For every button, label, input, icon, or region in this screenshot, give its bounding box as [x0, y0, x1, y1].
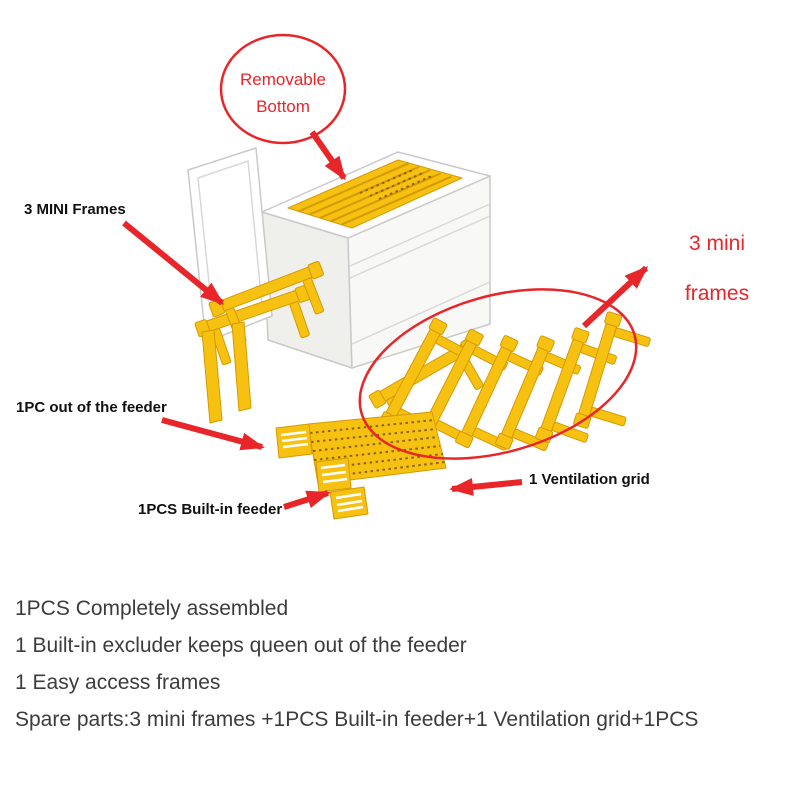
arrow-removable-bottom	[309, 130, 347, 181]
description-line: 1PCS Completely assembled	[15, 597, 289, 620]
callout-bubble	[219, 33, 347, 145]
description-line: Spare parts:3 mini frames +1PCS Built-in…	[15, 708, 699, 731]
arrow-built-in-feeder	[283, 490, 331, 510]
callout-line-2: Bottom	[256, 97, 310, 116]
label-3-mini-frames-left: 3 MINI Frames	[24, 201, 126, 218]
annotation-arrows	[122, 130, 649, 510]
feeder-out-part	[275, 423, 313, 459]
label-ventilation-grid: 1 Ventilation grid	[529, 471, 650, 488]
built-in-feeder-part	[315, 457, 369, 520]
label-built-in-feeder: 1PCS Built-in feeder	[138, 501, 283, 518]
label-feeder-out: 1PC out of the feeder	[16, 399, 167, 416]
removable-bottom-panel	[287, 159, 463, 229]
description-line: 1 Built-in excluder keeps queen out of t…	[15, 634, 467, 657]
arrow-mini-frames-right	[581, 265, 649, 329]
hive-box	[261, 151, 491, 369]
description-block: 1PCS Completely assembled 1 Built-in exc…	[15, 590, 793, 738]
description-line: 1 Easy access frames	[15, 671, 221, 694]
arrow-mini-frames-left	[122, 220, 225, 306]
arrow-ventilation-grid	[449, 477, 523, 496]
label-3-mini-frames-right: 3 mini frames	[664, 232, 770, 306]
label-3-mini-frames-right-line1: 3 mini	[688, 232, 746, 255]
frames-highlight-ellipse	[358, 288, 638, 460]
label-3-mini-frames-right-line2: frames	[684, 282, 750, 305]
callout-removable-bottom: Removable Bottom	[223, 66, 343, 120]
arrow-feeder-out	[161, 417, 265, 451]
hive-illustration	[122, 33, 656, 520]
callout-line-1: Removable	[240, 70, 326, 89]
pulled-out-frames	[194, 260, 337, 424]
